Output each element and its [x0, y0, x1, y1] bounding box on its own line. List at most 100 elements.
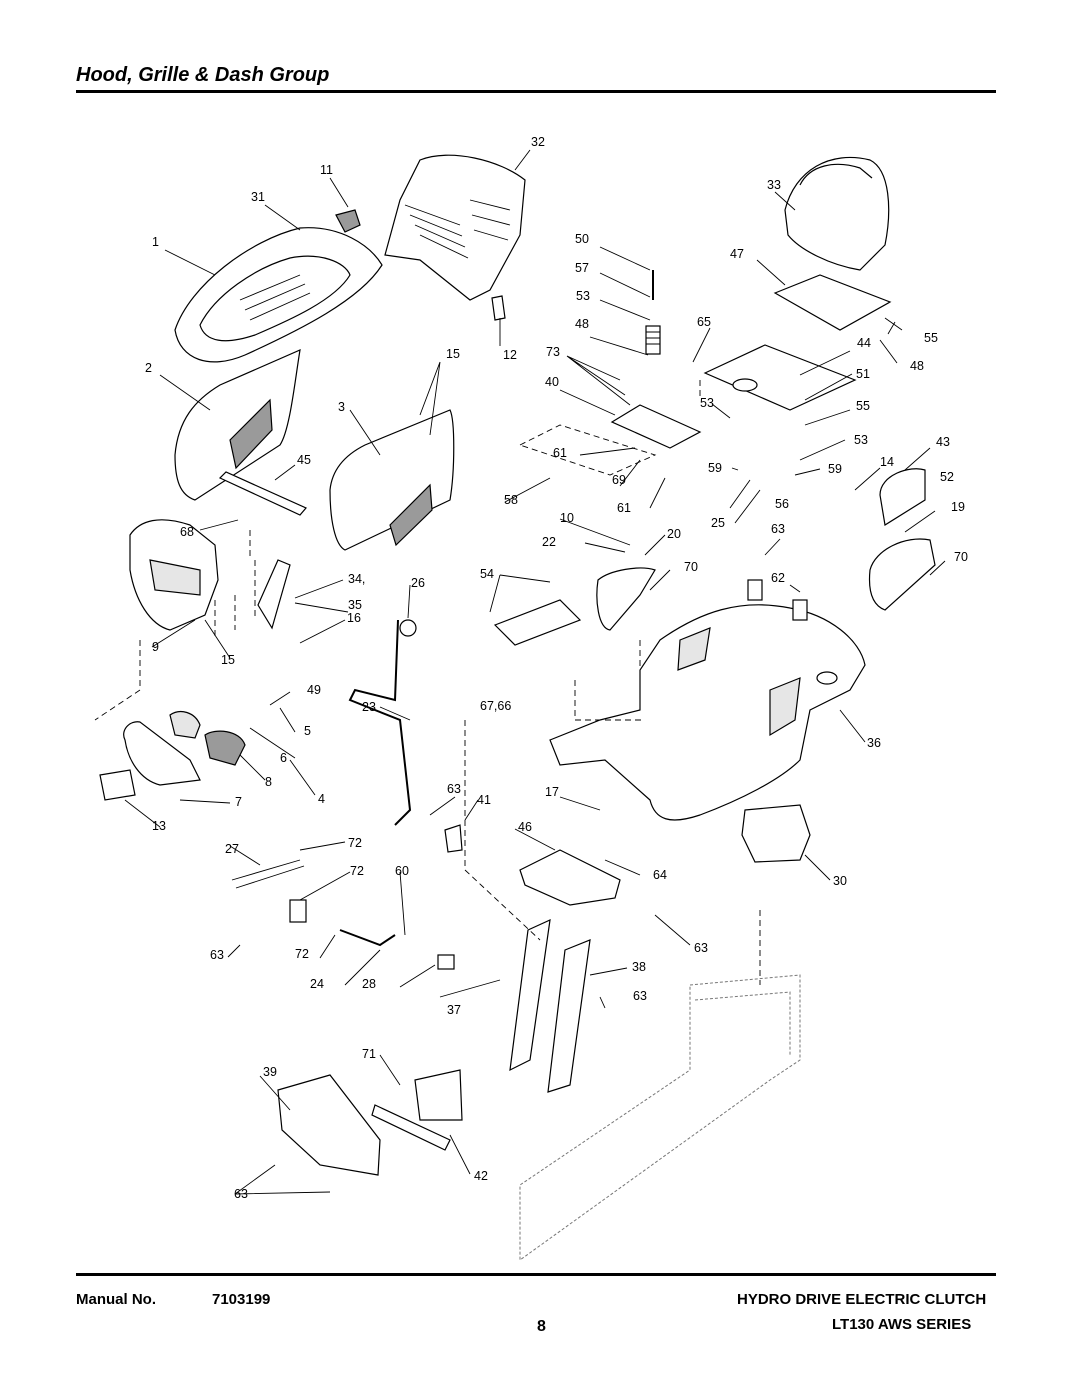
callout-label: 40	[545, 375, 559, 389]
part-19	[868, 538, 936, 611]
callout-label: 27	[225, 842, 239, 856]
part-30	[289, 899, 307, 923]
tractor-frame	[519, 974, 801, 1261]
callout-label: 48	[910, 359, 924, 373]
callout-label: 36	[867, 736, 881, 750]
part-12	[491, 295, 506, 321]
hood-part	[174, 227, 383, 363]
callout-label: 58	[504, 493, 518, 507]
callout-label: 63	[210, 948, 224, 962]
headlight-assembly	[99, 711, 246, 801]
callout-label: 54	[480, 567, 494, 581]
callout-label: 60	[395, 864, 409, 878]
callout-label: 57	[575, 261, 589, 275]
callout-label: 3	[338, 400, 345, 414]
callout-label: 26	[411, 576, 425, 590]
part-20	[596, 567, 656, 631]
callout-label: 5	[304, 724, 311, 738]
callout-label: 8	[265, 775, 272, 789]
callout-label: 16	[347, 611, 361, 625]
callout-label: 51	[856, 367, 870, 381]
callout-label: 71	[362, 1047, 376, 1061]
part-67-66	[493, 599, 582, 646]
callout-label: 11	[320, 163, 333, 177]
callout-label: 14	[880, 455, 894, 469]
callout-label: 42	[474, 1169, 488, 1183]
callout-label: 13	[152, 819, 166, 833]
callout-label: 70	[684, 560, 698, 574]
header-rule	[76, 90, 996, 93]
part-45	[218, 471, 307, 516]
callout-label: 63	[694, 941, 708, 955]
callout-label: 56	[775, 497, 789, 511]
shift-knob	[399, 619, 417, 637]
callout-label: 24	[310, 977, 324, 991]
manual-number: 7103199	[212, 1291, 271, 1308]
callout-label: 30	[833, 874, 847, 888]
page-number: 8	[537, 1318, 546, 1335]
series-line2: LT130 AWS SERIES	[832, 1316, 972, 1333]
rod-24	[339, 929, 396, 947]
callout-label: 53	[700, 396, 714, 410]
part-44	[703, 344, 857, 411]
callout-label: 25	[711, 516, 725, 530]
part-43	[879, 468, 926, 526]
callout-label: 39	[263, 1065, 277, 1079]
callout-label: 69	[612, 473, 626, 487]
callout-label: 73	[546, 345, 560, 359]
callout-label: 19	[951, 500, 965, 514]
part-28	[437, 954, 455, 970]
right-side-panel	[329, 409, 455, 551]
callout-label: 9	[152, 640, 159, 654]
callout-label: 23	[362, 700, 376, 714]
part-16	[257, 559, 291, 630]
series-line1: HYDRO DRIVE ELECTRIC CLUTCH	[737, 1291, 987, 1308]
callout-label: 6	[280, 751, 287, 765]
part-42	[414, 1069, 463, 1121]
callout-label: 47	[730, 247, 744, 261]
callout-label: 15	[446, 347, 460, 361]
callout-label: 59	[828, 462, 842, 476]
part-46	[519, 849, 621, 906]
callout-label: 28	[362, 977, 376, 991]
callout-label: 49	[307, 683, 321, 697]
callout-label: 37	[447, 1003, 461, 1017]
spring-62a	[747, 579, 763, 601]
callout-label: 65	[697, 315, 711, 329]
callout-label: 4	[318, 792, 325, 806]
grille-part	[129, 519, 219, 631]
shift-rod	[348, 619, 412, 826]
callout-label: 7	[235, 795, 242, 809]
callout-label: 55	[924, 331, 938, 345]
callout-label: 46	[518, 820, 532, 834]
callout-label: 2	[145, 361, 152, 375]
callout-label: 63	[771, 522, 785, 536]
callout-label: 63	[447, 782, 461, 796]
callout-label: 53	[854, 433, 868, 447]
callout-label: 62	[771, 571, 785, 585]
part-41	[444, 824, 463, 853]
callout-label: 41	[477, 793, 491, 807]
callout-label: 72	[350, 864, 364, 878]
callout-label: 38	[632, 960, 646, 974]
callout-label: 34,	[348, 572, 365, 586]
part-11	[335, 209, 361, 233]
callout-label: 20	[667, 527, 681, 541]
callout-label: 50	[575, 232, 589, 246]
callout-label: 55	[856, 399, 870, 413]
part-39	[277, 1074, 381, 1176]
callout-label: 10	[560, 511, 574, 525]
callout-label: 72	[295, 947, 309, 961]
callout-label: 33	[767, 178, 781, 192]
left-side-panel	[174, 349, 301, 501]
spring-65	[645, 325, 661, 355]
callout-label: 17	[545, 785, 559, 799]
callout-label: 43	[936, 435, 950, 449]
callout-label: 61	[553, 446, 567, 460]
callout-label: 63	[633, 989, 647, 1003]
part-38	[547, 939, 591, 1093]
manual-label: Manual No.	[76, 1291, 157, 1308]
callout-label: 12	[503, 348, 517, 362]
